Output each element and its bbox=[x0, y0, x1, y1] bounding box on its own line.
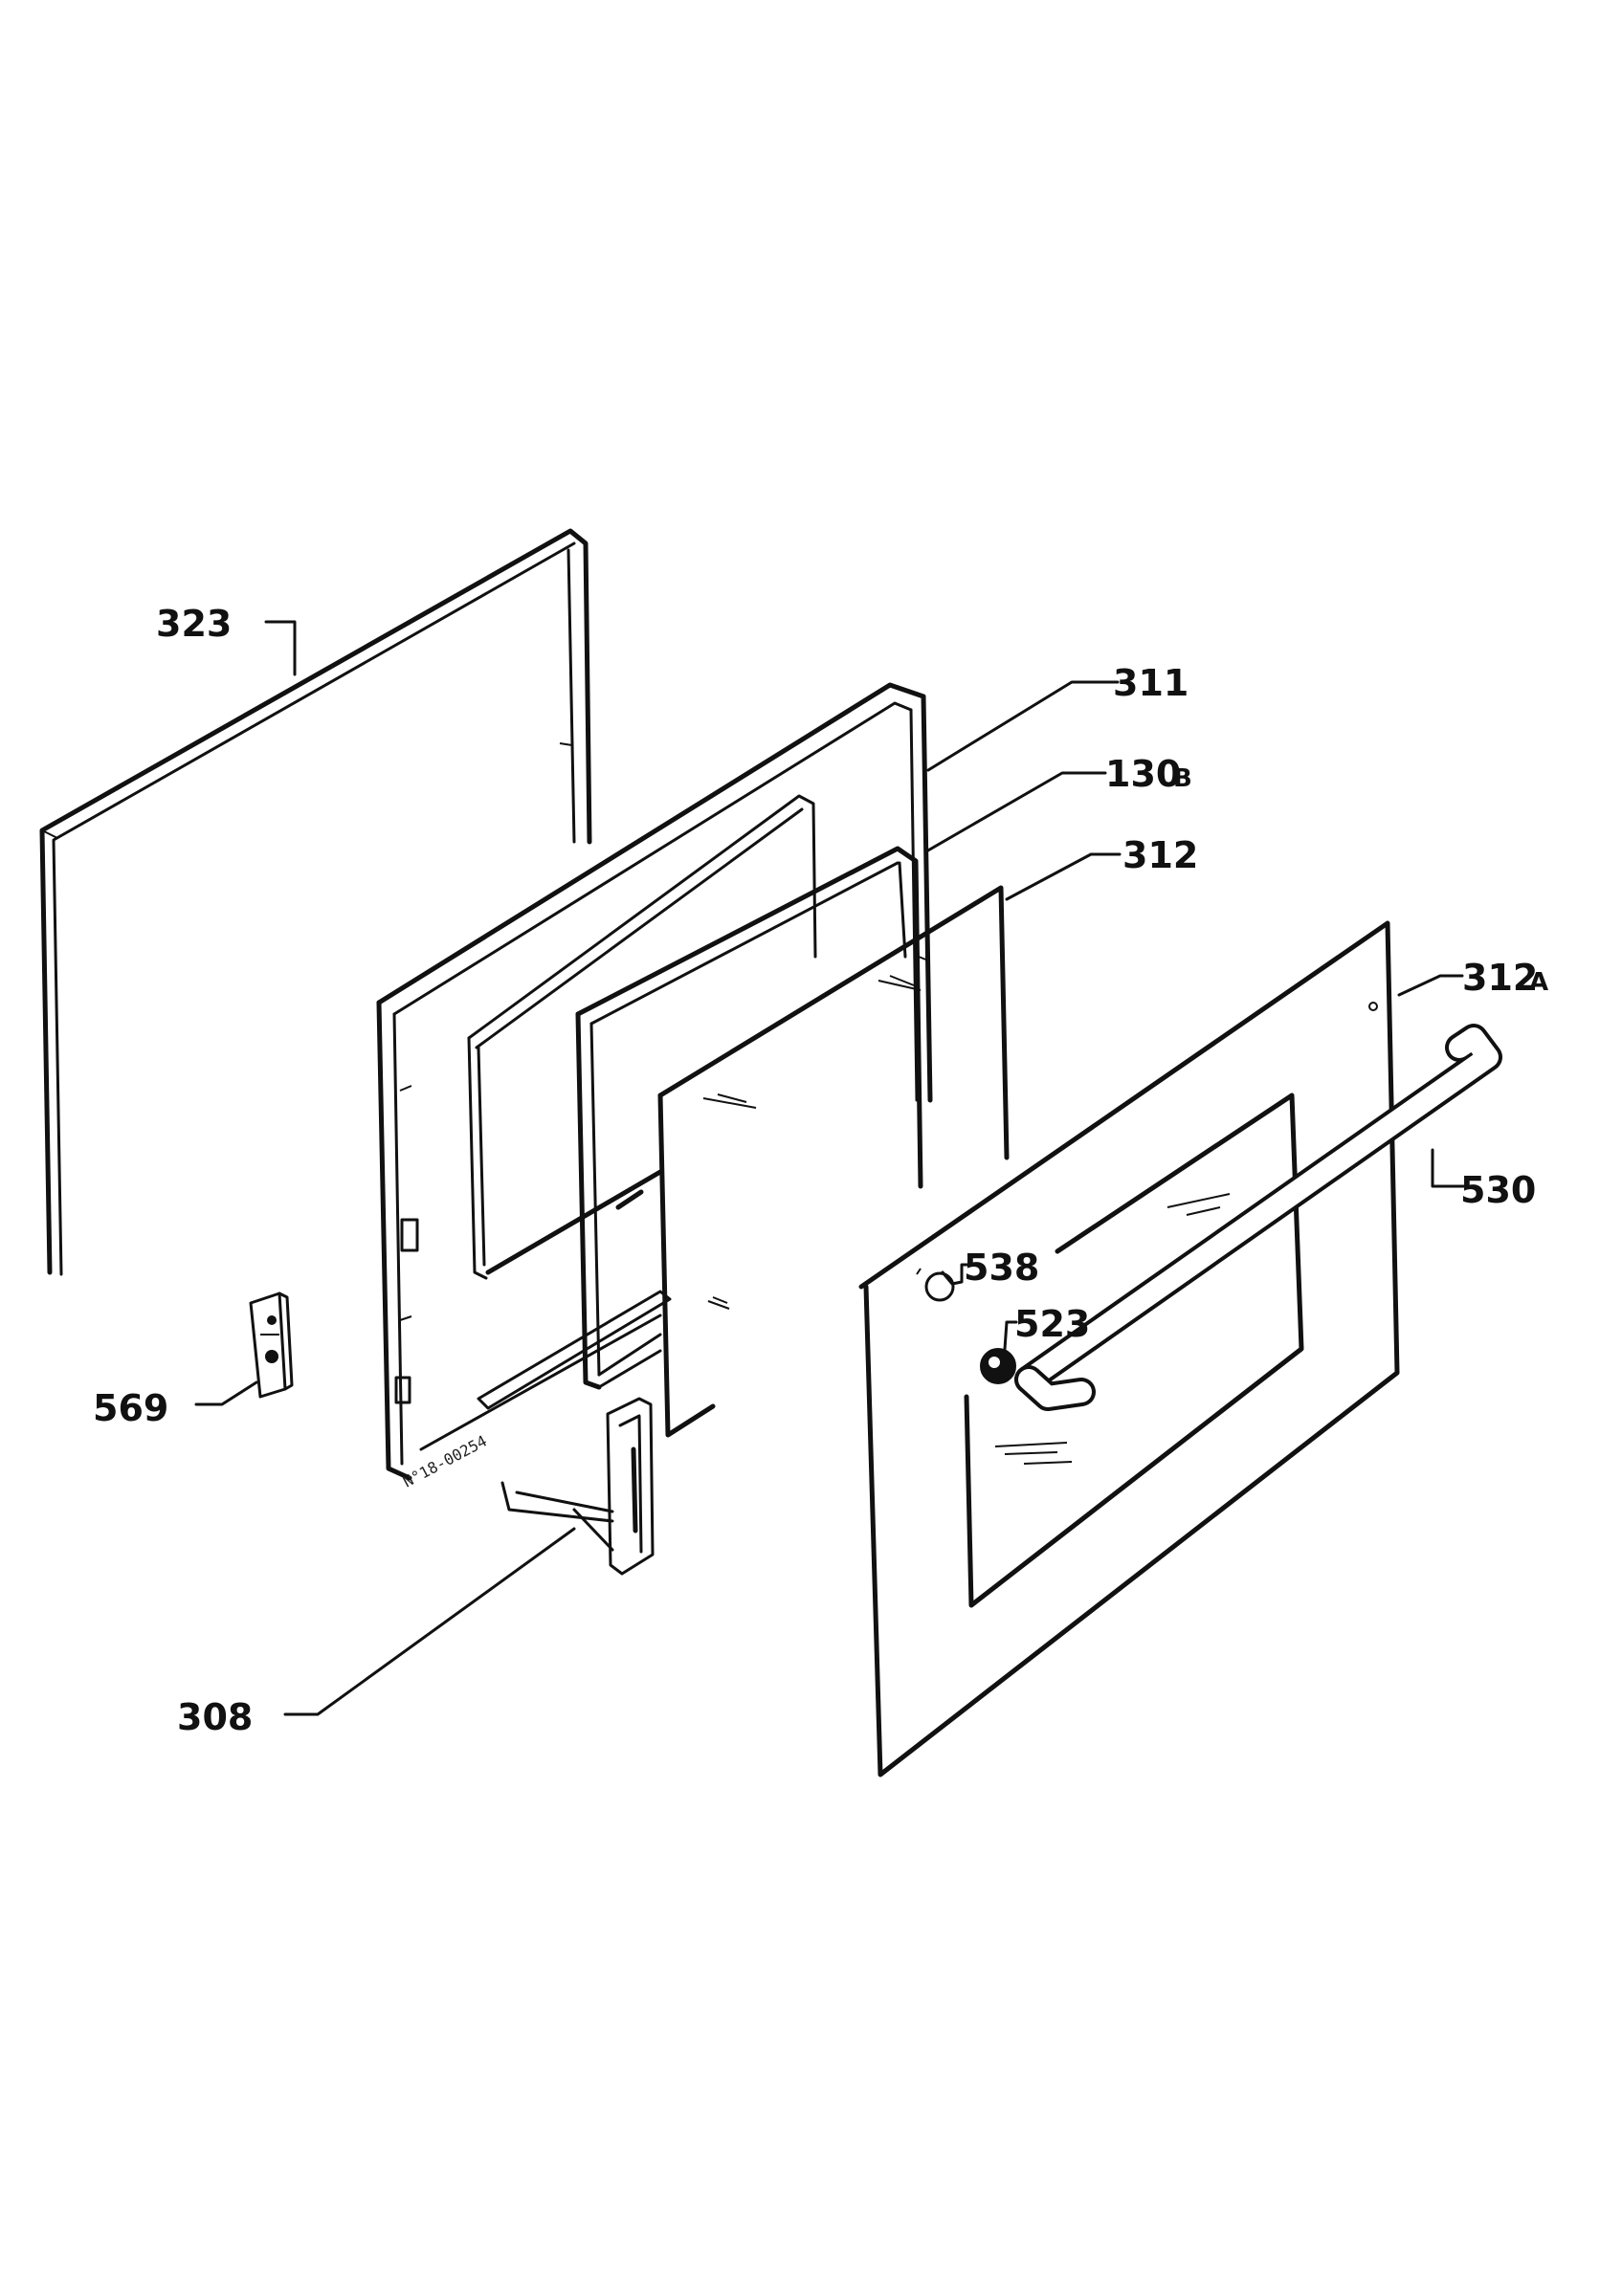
part-130b-glass-frame bbox=[575, 846, 923, 1390]
leader-lines bbox=[194, 620, 1466, 1716]
label-312a: 312 bbox=[1462, 957, 1538, 999]
leader-311 bbox=[926, 680, 1120, 772]
label-323: 323 bbox=[156, 603, 232, 645]
part-code-text: N°18-00254 bbox=[400, 1432, 490, 1491]
part-311-inner-frame: N°18-00254 bbox=[376, 682, 933, 1491]
part-312-inner-glass bbox=[657, 885, 1010, 1438]
part-312a-outer-panel bbox=[858, 920, 1400, 1777]
label-538: 538 bbox=[964, 1247, 1039, 1289]
leader-312 bbox=[1005, 852, 1122, 901]
label-312: 312 bbox=[1122, 834, 1198, 876]
leader-323 bbox=[264, 620, 297, 676]
label-130-suffix: B bbox=[1173, 764, 1192, 793]
label-569: 569 bbox=[93, 1387, 168, 1429]
part-308-hinge bbox=[500, 1397, 655, 1576]
label-523: 523 bbox=[1014, 1303, 1090, 1345]
part-323-gasket bbox=[39, 528, 592, 1276]
leader-312a bbox=[1397, 974, 1464, 997]
leader-130b bbox=[924, 771, 1107, 853]
leader-530 bbox=[1431, 1148, 1466, 1188]
part-530-handle bbox=[1014, 1024, 1502, 1411]
label-311: 311 bbox=[1113, 662, 1189, 704]
part-569-bracket bbox=[249, 1292, 294, 1399]
part-523-large-knob bbox=[980, 1348, 1016, 1384]
leader-523 bbox=[1003, 1320, 1018, 1351]
leader-308 bbox=[283, 1527, 576, 1716]
label-130: 130 bbox=[1105, 753, 1181, 795]
part-labels: 323 311 130 B 312 312 A 530 538 523 569 … bbox=[93, 603, 1548, 1738]
part-538-small-knob bbox=[916, 1268, 955, 1302]
leader-538 bbox=[941, 1263, 976, 1286]
label-530: 530 bbox=[1460, 1169, 1536, 1211]
leader-569 bbox=[194, 1380, 258, 1406]
label-308: 308 bbox=[177, 1696, 253, 1738]
label-312a-suffix: A bbox=[1529, 968, 1548, 997]
